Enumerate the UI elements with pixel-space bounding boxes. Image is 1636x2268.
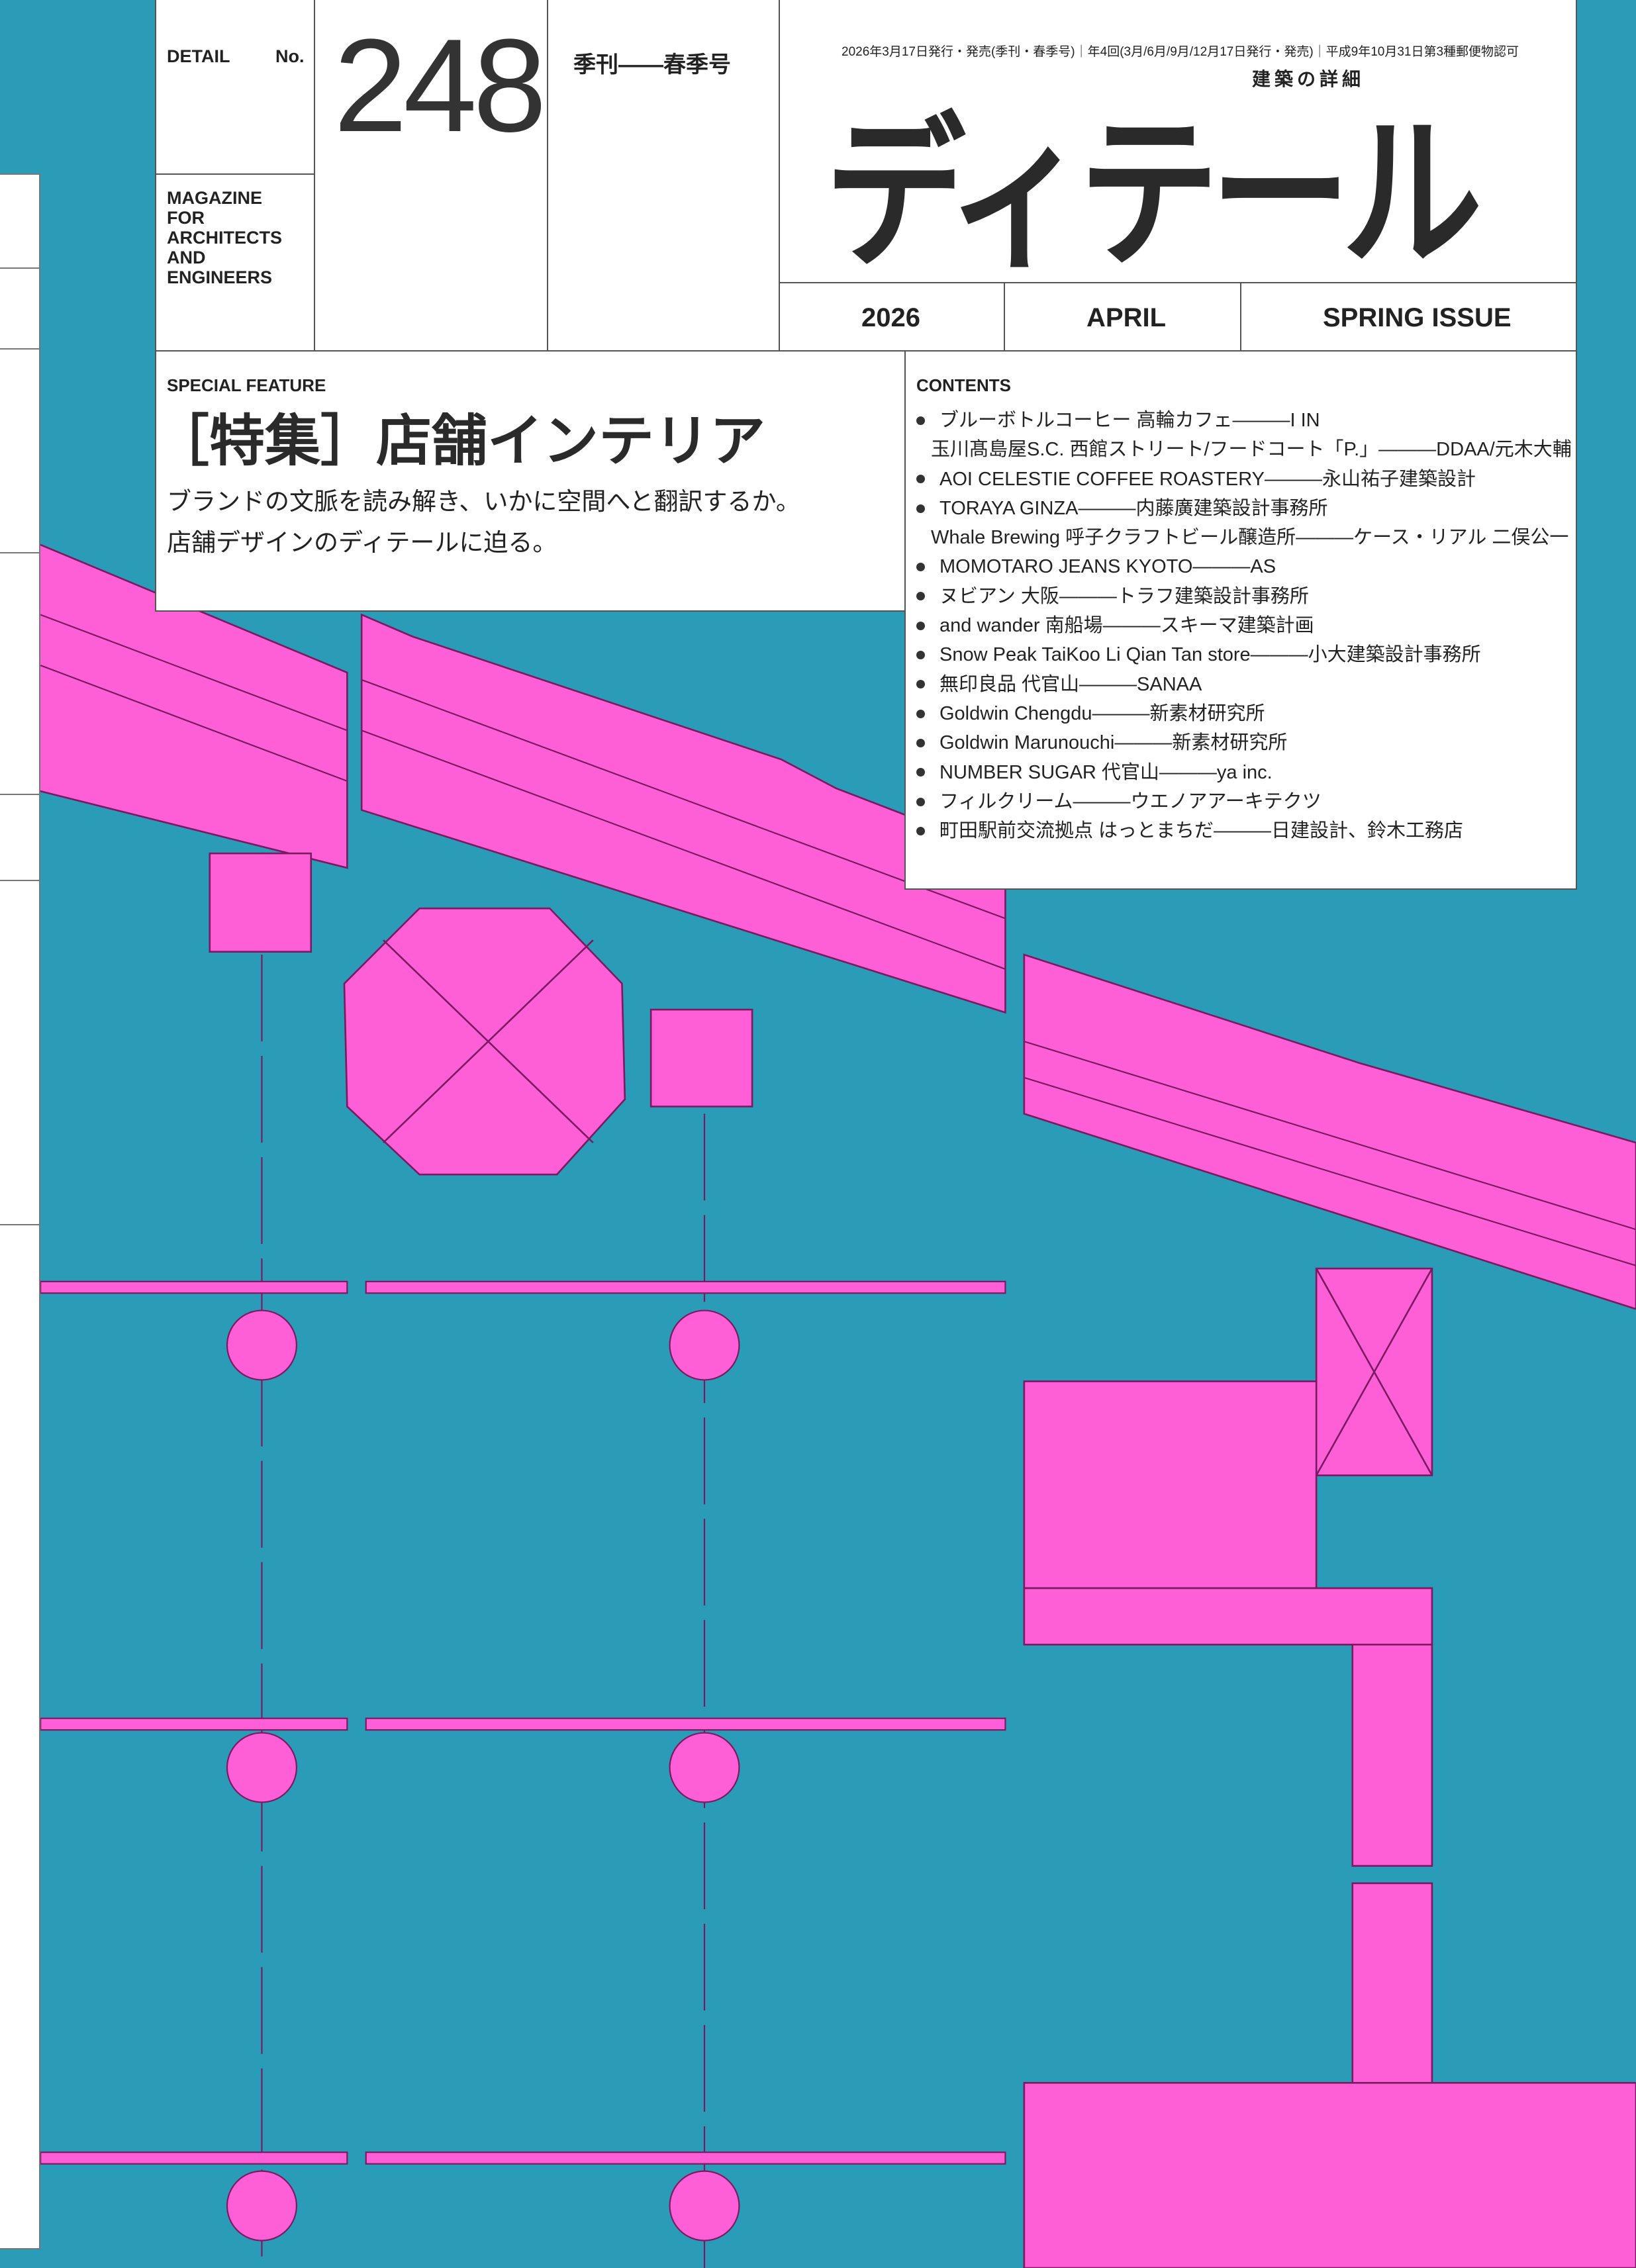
roof-section-right [1023, 953, 1636, 1310]
periodical-label: 季刊――春季号 [573, 52, 731, 77]
contents-item-text: AOI CELESTIE COFFEE ROASTERY―――永山祐子建築設計 [939, 468, 1476, 490]
contents-item-text: Snow Peak TaiKoo Li Qian Tan store―――小大建… [939, 644, 1481, 666]
tagline-line: AND [167, 248, 206, 267]
slab [1023, 1587, 1433, 1646]
contents-item-text: Goldwin Marunouchi―――新素材研究所 [939, 732, 1288, 754]
contents-item-text: MOMOTARO JEANS KYOTO―――AS [939, 556, 1276, 578]
contents-item: Whale Brewing 呼子クラフトビール醸造所―――ケース・リアル 二俣公… [916, 523, 1569, 552]
contents-item: Goldwin Chengdu―――新素材研究所 [916, 699, 1565, 728]
contents-item-text: 無印良品 代官山―――SANAA [939, 673, 1202, 695]
masthead: DETAIL No. MAGAZINE FOR ARCHITECTS AND E… [155, 0, 1577, 352]
feature-lead: ブランドの文脈を読み解き、いかに空間へと翻訳するか。 店舗デザインのディテールに… [167, 481, 894, 563]
bullet-icon [916, 680, 925, 689]
special-feature-label: SPECIAL FEATURE [167, 375, 326, 395]
contents-item: 玉川髙島屋S.C. 西館ストリート/フードコート「P.」―――DDAA/元木大輔 [916, 435, 1572, 464]
contents-item: NUMBER SUGAR 代官山―――ya inc. [916, 758, 1565, 787]
contents-item: 無印良品 代官山―――SANAA [916, 670, 1565, 699]
contents-item-text: Whale Brewing 呼子クラフトビール醸造所―――ケース・リアル 二俣公… [931, 527, 1569, 549]
contents-item: Goldwin Marunouchi―――新素材研究所 [916, 728, 1565, 757]
contents-item: and wander 南船場―――スキーマ建築計画 [916, 611, 1565, 640]
contents-list: ブルーボトルコーヒー 高輪カフェ―――I IN 玉川髙島屋S.C. 西館ストリー… [916, 406, 1572, 845]
issue-season: SPRING ISSUE [1323, 303, 1512, 332]
contents-item-text: ブルーボトルコーヒー 高輪カフェ―――I IN [939, 410, 1320, 431]
bracket-middle [650, 1008, 753, 1108]
bullet-icon [916, 738, 925, 747]
bullet-icon [916, 563, 925, 572]
tagline: MAGAZINE FOR ARCHITECTS AND ENGINEERS [167, 188, 282, 287]
contents-item-text: TORAYA GINZA―――内藤廣建築設計事務所 [939, 497, 1328, 519]
contents-item-text: 玉川髙島屋S.C. 西館ストリート/フードコート「P.」―――DDAA/元木大輔 [931, 439, 1572, 461]
number-label: No. [275, 46, 305, 66]
logo-subtitle: 建築の詳細 [1252, 69, 1365, 89]
contents-item: AOI CELESTIE COFFEE ROASTERY―――永山祐子建築設計 [916, 465, 1565, 494]
contents-item: TORAYA GINZA―――内藤廣建築設計事務所 [916, 494, 1565, 523]
issue-year: 2026 [861, 303, 920, 332]
tagline-line: ENGINEERS [167, 267, 273, 287]
contents-item-text: and wander 南船場―――スキーマ建築計画 [939, 615, 1314, 637]
special-feature-panel: SPECIAL FEATURE ［特集］店舗インテリア ブランドの文脈を読み解き… [154, 350, 906, 612]
bullet-icon [916, 621, 925, 630]
floor-slab [1023, 2082, 1636, 2268]
lead-line: ブランドの文脈を読み解き、いかに空間へと翻訳するか。 [167, 488, 800, 515]
logo: ディテール [825, 102, 1482, 287]
issue-number: 248 [334, 12, 547, 160]
bullet-icon [916, 709, 925, 718]
bullet-icon [916, 826, 925, 835]
bullet-icon [916, 592, 925, 601]
roof-section-left [0, 527, 348, 869]
bullet-icon [916, 504, 925, 513]
contents-item: フィルクリーム―――ウエノアアーキテクツ [916, 787, 1565, 816]
feature-title: ［特集］店舗インテリア [154, 410, 766, 472]
bullet-icon [916, 475, 925, 484]
contents-panel: CONTENTS ブルーボトルコーヒー 高輪カフェ―――I IN 玉川髙島屋S.… [904, 350, 1577, 890]
contents-item-text: ヌビアン 大阪―――トラフ建築設計事務所 [939, 585, 1309, 607]
contents-item: MOMOTARO JEANS KYOTO―――AS [916, 552, 1565, 581]
contents-item: ブルーボトルコーヒー 高輪カフェ―――I IN [916, 406, 1565, 435]
detail-label: DETAIL [167, 46, 230, 66]
publication-info: 2026年3月17日発行・発売(季刊・春季号)｜年4回(3月/6月/9月/12月… [842, 45, 1519, 59]
bullet-icon [916, 797, 925, 806]
bracket-left [209, 852, 313, 953]
bullet-icon [916, 416, 925, 425]
page-edge-strip [0, 173, 40, 2249]
tagline-line: MAGAZINE [167, 188, 262, 208]
contents-label: CONTENTS [916, 375, 1011, 395]
contents-item: ヌビアン 大阪―――トラフ建築設計事務所 [916, 582, 1565, 611]
contents-item: Snow Peak TaiKoo Li Qian Tan store―――小大建… [916, 640, 1565, 669]
tagline-line: FOR [167, 208, 205, 228]
issue-month: APRIL [1086, 303, 1166, 332]
bullet-icon [916, 651, 925, 660]
contents-item-text: フィルクリーム―――ウエノアアーキテクツ [939, 790, 1322, 812]
round-column [343, 907, 626, 1176]
contents-item-text: Goldwin Chengdu―――新素材研究所 [939, 702, 1265, 724]
contents-item-text: NUMBER SUGAR 代官山―――ya inc. [939, 761, 1273, 783]
tagline-line: ARCHITECTS [167, 228, 282, 248]
contents-item-text: 町田駅前交流拠点 はっとまちだ―――日建設計、鈴木工務店 [939, 820, 1464, 842]
contents-item: 町田駅前交流拠点 はっとまちだ―――日建設計、鈴木工務店 [916, 816, 1565, 845]
bullet-icon [916, 768, 925, 777]
lead-line: 店舗デザインのディテールに迫る。 [167, 529, 557, 556]
wall-block [1023, 1380, 1318, 1589]
